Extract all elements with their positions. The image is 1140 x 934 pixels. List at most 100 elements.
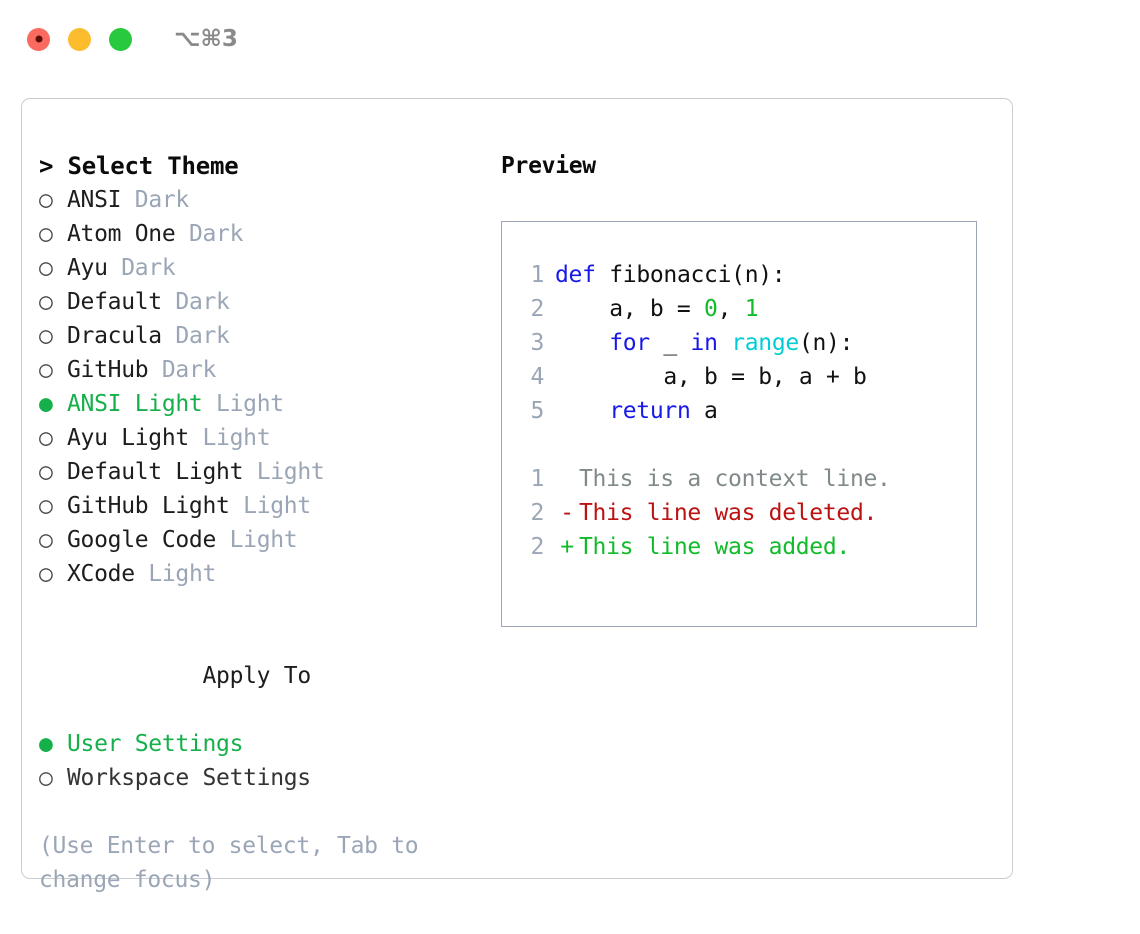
close-button-icon[interactable] [27,27,50,51]
radio-unselected-icon: ○ [39,289,53,315]
code-token [596,262,610,288]
radio-unselected-icon: ○ [39,493,53,519]
code-token: a, b = b, a + b [555,364,867,390]
theme-list-item[interactable]: ○ Default Dark [39,285,489,319]
theme-list-item[interactable]: ●ANSI Light Light [39,387,489,421]
code-token: 1 [744,296,759,322]
diff-sign [555,462,579,496]
theme-variant-label: Light [243,493,311,519]
code-token: a [690,398,718,424]
code-token: range [731,330,799,356]
code-token: return [609,398,691,424]
diff-line-number: 1 [530,466,544,492]
apply-to-list: ● User Settings ○ Workspace Settings [39,727,489,795]
code-token: (n): [798,330,854,356]
code-token [555,330,609,356]
code-token: _ [649,330,691,356]
theme-variant-label: Dark [175,323,230,349]
code-token: fibonacci [609,262,732,288]
theme-name-label: Dracula [67,323,162,349]
diff-line-ctx: 1 This is a context line. [518,462,891,496]
select-theme-heading: > Select Theme [39,152,239,180]
code-line-number: 5 [530,398,544,424]
theme-variant-label: Light [256,459,325,485]
code-token: a, b = [555,296,705,322]
diff-line-number: 2 [530,534,544,560]
theme-variant-label: Dark [175,289,230,315]
radio-unselected-icon: ○ [39,255,53,281]
diff-line-del: 2-This line was deleted. [518,496,891,530]
keyboard-shortcut-label: ⌥⌘3 [174,26,238,52]
theme-variant-label: Light [148,561,217,587]
radio-unselected-icon: ○ [39,221,53,247]
code-line: 2 a, b = 0, 1 [518,292,867,326]
theme-variant-label: Dark [121,255,176,281]
apply-to-label: Workspace Settings [67,765,311,791]
theme-name-label: ANSI [67,187,122,213]
theme-list-item[interactable]: ○Default Light Light [39,455,489,489]
preview-heading: Preview [501,153,596,179]
theme-name-label: Ayu Light [67,425,189,451]
code-token: (n): [731,262,786,288]
two-column-layout: > Select Theme ○ANSI Dark○Atom One Dark○… [22,99,1012,893]
theme-list-item[interactable]: ○Ayu Dark [39,251,489,285]
maximize-button-icon[interactable] [109,27,132,51]
apply-to-item[interactable]: ○ Workspace Settings [39,761,489,795]
radio-unselected-icon: ○ [39,765,53,791]
theme-name-label: Default [67,289,162,315]
code-line-number: 4 [530,364,544,390]
theme-list-item[interactable]: ○ GitHub Light Light [39,489,489,523]
theme-variant-label: Dark [161,357,217,383]
window-controls [27,27,132,51]
radio-unselected-icon: ○ [39,425,53,451]
radio-unselected-icon: ○ [39,459,53,485]
theme-variant-label: Dark [134,187,190,213]
diff-sample: 1 This is a context line.2-This line was… [518,462,891,564]
theme-list-item[interactable]: ○Google Code Light [39,523,489,557]
code-token [718,330,732,356]
theme-name-label: XCode [67,561,135,587]
theme-variant-label: Light [202,425,271,451]
radio-selected-icon: ● [39,731,53,757]
diff-sign: + [560,534,574,560]
theme-list-item[interactable]: ○ ANSI Dark [39,183,489,217]
diff-sign: - [560,500,574,526]
theme-variant-label: Dark [188,221,244,247]
diff-text: This line was added. [579,534,850,560]
code-token: in [690,330,718,356]
keyboard-hint-text: (Use Enter to select, Tab to change focu… [39,833,419,893]
radio-unselected-icon: ○ [39,357,53,383]
content-panel: > Select Theme ○ANSI Dark○Atom One Dark○… [21,98,1013,893]
theme-list-item[interactable]: ○Dracula Dark [39,319,489,353]
diff-text: This line was deleted. [579,500,878,526]
apply-to-label: User Settings [67,731,244,757]
apply-to-item[interactable]: ● User Settings [39,727,489,761]
apply-to-heading-label: Apply To [202,663,311,689]
theme-selection-column: > Select Theme ○ANSI Dark○Atom One Dark○… [39,149,489,897]
theme-name-label: Atom One [67,221,176,247]
code-line: 4 a, b = b, a + b [518,360,867,394]
code-token: 0 [704,296,718,322]
radio-unselected-icon: ○ [39,187,53,213]
diff-line-number: 2 [530,500,544,526]
code-line-number: 1 [530,262,544,288]
code-token [555,398,609,424]
theme-list-item[interactable]: ○GitHub Dark [39,353,489,387]
theme-list: ○ANSI Dark○Atom One Dark○Ayu Dark○Defaul… [39,183,489,591]
diff-text: This is a context line. [579,466,891,492]
radio-unselected-icon: ○ [39,561,53,587]
code-line-number: 2 [530,296,544,322]
minimize-button-icon[interactable] [68,27,91,51]
code-token: , [717,296,745,322]
theme-list-item[interactable]: ○ Atom One Dark [39,217,489,251]
radio-selected-icon: ● [39,391,53,417]
theme-list-item[interactable]: ○ XCode Light [39,557,489,591]
title-bar: ⌥⌘3 [0,0,1140,78]
theme-name-label: GitHub Light [67,493,230,519]
theme-list-item[interactable]: ○ Ayu Light Light [39,421,489,455]
code-line: 3 for _ in range(n): [518,326,867,360]
apply-to-heading: Apply To [39,625,489,727]
